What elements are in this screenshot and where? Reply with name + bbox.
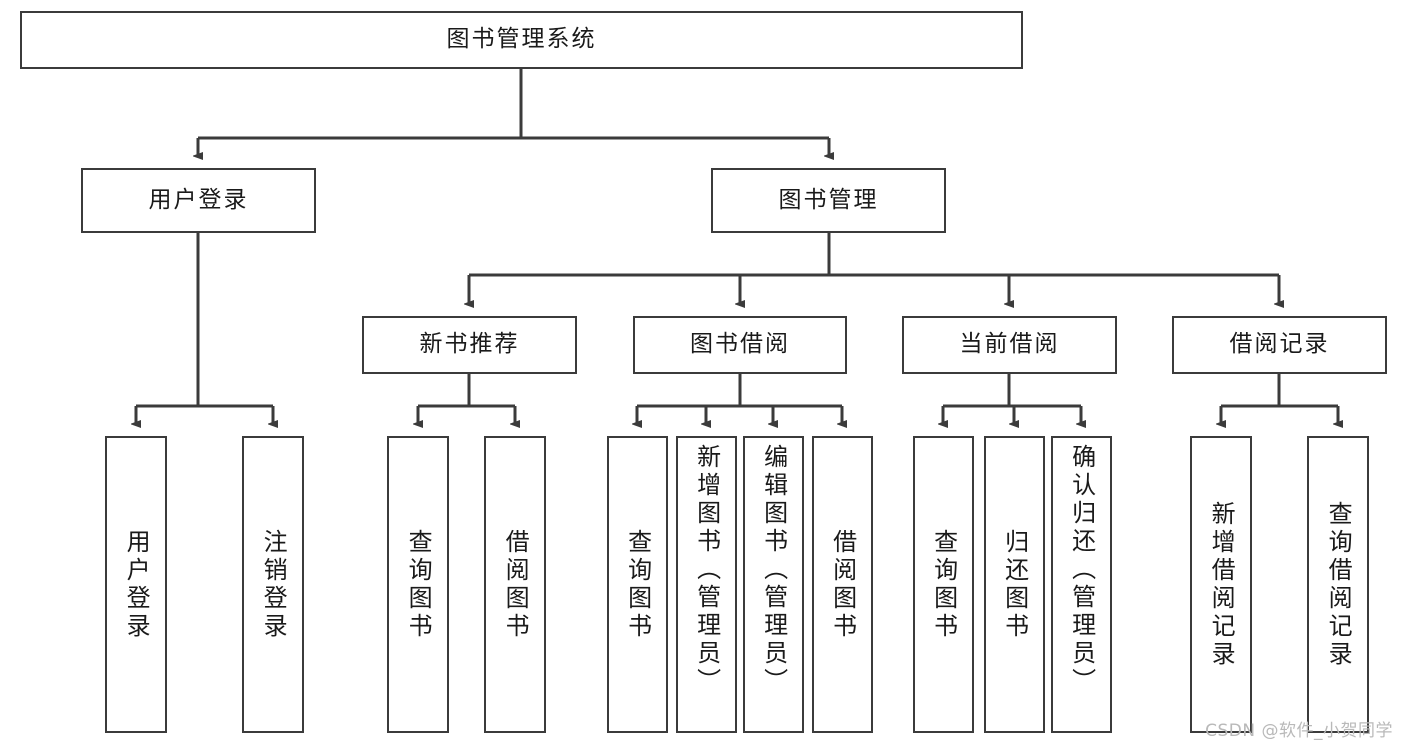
node-leaf-edit-book-label: 编辑图书（管理员） [759,444,788,696]
node-leaf-add-record[interactable]: 新增借阅记录 [1190,436,1252,733]
node-leaf-borrow-book-1-label: 借阅图书 [501,528,530,641]
node-leaf-return-book[interactable]: 归还图书 [984,436,1045,733]
node-leaf-query-record[interactable]: 查询借阅记录 [1307,436,1369,733]
node-leaf-user-login-label: 用户登录 [122,528,151,641]
node-leaf-add-book-label: 新增图书（管理员） [692,444,721,696]
node-borrow-record[interactable]: 借阅记录 [1172,316,1387,374]
node-leaf-borrow-book-2-label: 借阅图书 [828,528,857,641]
node-leaf-add-book[interactable]: 新增图书（管理员） [676,436,737,733]
node-book-manage-label: 图书管理 [778,186,879,213]
node-leaf-query-book-1-label: 查询图书 [404,528,433,641]
node-leaf-query-book-3-label: 查询图书 [929,528,958,641]
node-new-book-recommend[interactable]: 新书推荐 [362,316,577,374]
node-user-login[interactable]: 用户登录 [81,168,316,233]
node-new-book-recommend-label: 新书推荐 [419,331,520,358]
node-root-label: 图书管理系统 [446,26,597,53]
node-leaf-user-login[interactable]: 用户登录 [105,436,167,733]
node-leaf-confirm-return-label: 确认归还（管理员） [1067,444,1096,696]
node-current-borrow[interactable]: 当前借阅 [902,316,1117,374]
watermark-text: CSDN @软件_小贺同学 [1205,721,1393,741]
node-leaf-edit-book[interactable]: 编辑图书（管理员） [743,436,804,733]
node-leaf-query-book-2[interactable]: 查询图书 [607,436,668,733]
node-leaf-user-logout[interactable]: 注销登录 [242,436,304,733]
node-leaf-user-logout-label: 注销登录 [259,528,288,641]
node-current-borrow-label: 当前借阅 [959,331,1060,358]
node-leaf-query-book-1[interactable]: 查询图书 [387,436,449,733]
node-book-borrow[interactable]: 图书借阅 [633,316,847,374]
node-borrow-record-label: 借阅记录 [1229,331,1330,358]
node-leaf-borrow-book-1[interactable]: 借阅图书 [484,436,546,733]
node-leaf-query-record-label: 查询借阅记录 [1324,500,1353,669]
node-book-manage[interactable]: 图书管理 [711,168,946,233]
node-user-login-label: 用户登录 [148,186,249,213]
node-book-borrow-label: 图书借阅 [690,331,790,358]
node-leaf-query-book-2-label: 查询图书 [623,528,652,641]
node-leaf-add-record-label: 新增借阅记录 [1207,500,1236,669]
node-leaf-return-book-label: 归还图书 [1000,528,1029,641]
node-leaf-query-book-3[interactable]: 查询图书 [913,436,974,733]
node-leaf-confirm-return[interactable]: 确认归还（管理员） [1051,436,1112,733]
node-root[interactable]: 图书管理系统 [20,11,1023,69]
node-leaf-borrow-book-2[interactable]: 借阅图书 [812,436,873,733]
